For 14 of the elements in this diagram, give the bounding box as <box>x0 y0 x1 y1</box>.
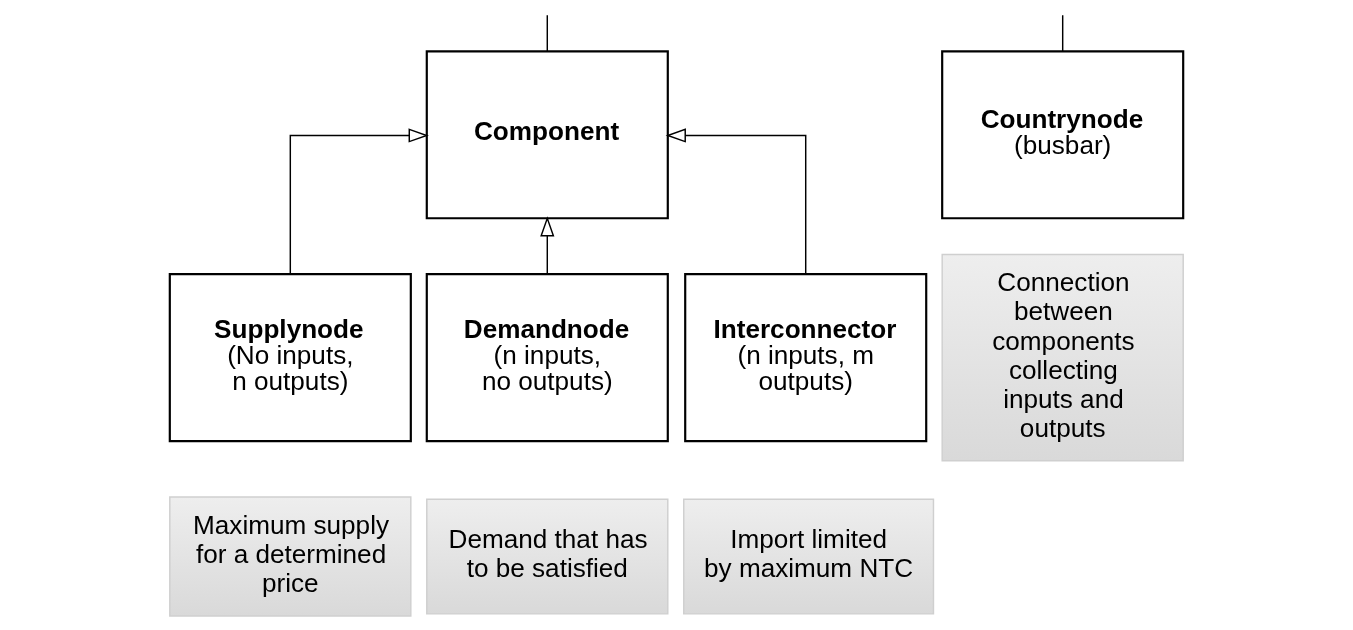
node-box: Import limited by maximum NTC <box>683 498 935 615</box>
connector <box>1061 14 1064 52</box>
arrow <box>289 128 429 275</box>
node-box: Interconnector (n inputs, m outputs) <box>684 273 928 443</box>
node-box: Supplynode (No inputs, n outputs) <box>168 273 412 443</box>
node-box: Connection between components collecting inputs and outputs <box>941 253 1184 462</box>
connector <box>546 14 548 52</box>
arrow <box>665 128 807 275</box>
arrow <box>540 216 555 275</box>
node-box: Demandnode (n inputs, no outputs) <box>425 273 669 443</box>
node-box: Component <box>425 50 669 220</box>
node-box: Demand that has to be satisfied <box>426 498 669 615</box>
node-box: Maximum supply for a determined price <box>169 496 412 617</box>
node-box: Countrynode (busbar) <box>941 50 1185 220</box>
